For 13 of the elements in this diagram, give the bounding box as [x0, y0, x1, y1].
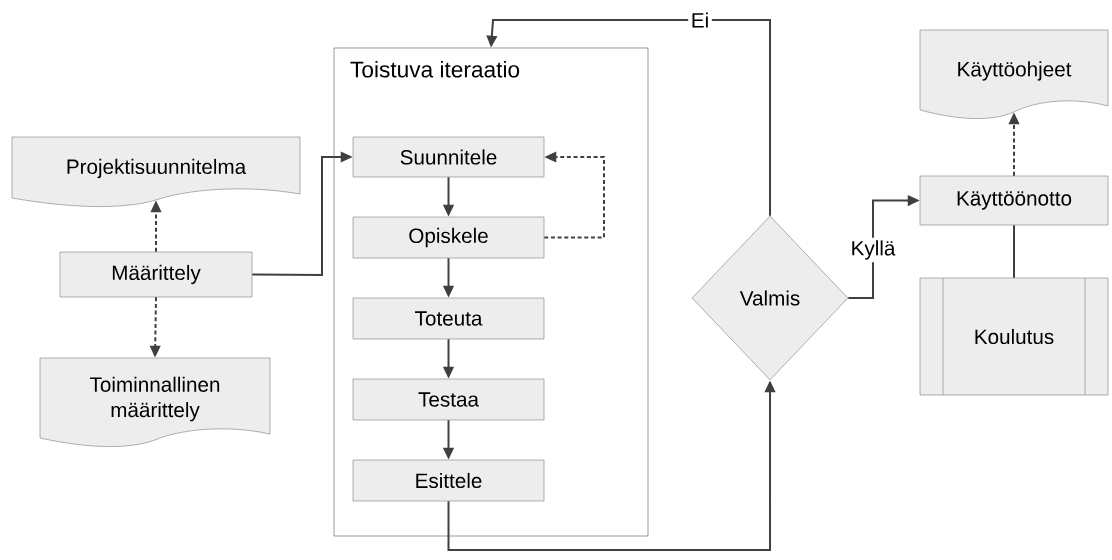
process-box: Testaa [352, 378, 545, 421]
edge-label: Ei [688, 9, 712, 31]
process-box: Toteuta [352, 297, 545, 340]
edge-label: Kyllä [847, 237, 899, 263]
process-box: Opiskele [352, 216, 545, 259]
process-box: Määrittely [59, 251, 253, 298]
arrow [486, 19, 771, 217]
dashed-arrow [543, 151, 605, 239]
connector-line [1013, 224, 1015, 279]
process-box: Suunnitele [352, 136, 545, 178]
process-box: Esittele [352, 459, 545, 502]
process-box: Käyttöönotto [919, 175, 1109, 226]
predefined-process-box: Koulutus [919, 277, 1109, 396]
